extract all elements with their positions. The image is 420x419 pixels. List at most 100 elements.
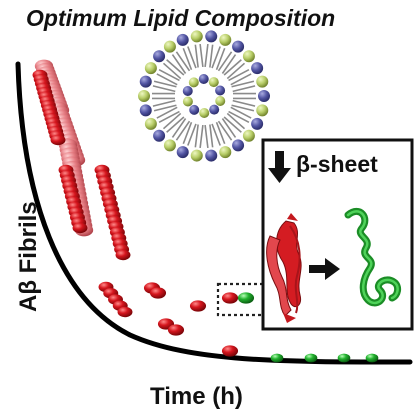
- lipid-tail: [199, 43, 204, 68]
- lipid-tail: [194, 124, 199, 148]
- lipid-head: [242, 129, 255, 142]
- lipid-tail: [221, 54, 237, 74]
- beta-sheet-label: β-sheet: [296, 151, 378, 177]
- lipid-head: [176, 33, 189, 46]
- fibril-bead: [189, 300, 207, 312]
- lipid-head: [205, 149, 218, 162]
- lipid-tail: [223, 59, 242, 76]
- lipid-tail: [153, 104, 177, 112]
- lipid-tail: [204, 124, 209, 149]
- down-arrow-icon: [268, 151, 291, 183]
- lipid-tail: [162, 112, 182, 130]
- lipid-tail: [166, 59, 185, 76]
- lipid-tail: [226, 112, 246, 130]
- fibril-bead: [221, 345, 239, 357]
- lipid-tail: [211, 123, 221, 146]
- lipid-head: [205, 30, 218, 43]
- lipid-head: [251, 62, 264, 75]
- lipid-tail: [199, 124, 204, 149]
- lipid-head: [251, 117, 264, 130]
- lipid-head: [242, 50, 255, 63]
- lipid-tail: [166, 116, 185, 133]
- lipid-tail: [230, 73, 252, 86]
- lipid-tail: [187, 123, 197, 146]
- lipid-head: [190, 149, 203, 162]
- fibril-bead: [221, 292, 239, 304]
- lipid-head: [209, 104, 220, 115]
- helix-bead: [304, 353, 318, 363]
- lipid-tail: [156, 106, 178, 119]
- lipid-tail: [156, 73, 178, 86]
- highlight-box: [216, 282, 268, 317]
- helix-bead: [337, 353, 351, 363]
- lipid-head: [163, 139, 176, 152]
- lipid-head: [208, 77, 219, 88]
- lipid-tail: [158, 69, 180, 82]
- lipid-tail: [194, 44, 199, 68]
- lipid-head: [176, 146, 189, 159]
- lipid-tail: [209, 124, 214, 148]
- fibril-bead: [115, 249, 131, 261]
- fibril-bead: [72, 222, 88, 234]
- lipid-head: [215, 85, 226, 96]
- lipid-tail: [162, 62, 182, 80]
- lipid-head: [163, 40, 176, 53]
- lipid-tail: [215, 47, 226, 71]
- lipid-tail: [226, 62, 246, 80]
- lipid-head: [232, 139, 245, 152]
- x-axis-label: Time (h): [150, 383, 243, 410]
- alpha-helix: [344, 207, 402, 307]
- lipid-tail: [228, 69, 250, 82]
- lipid-tail: [175, 120, 191, 141]
- lipid-tail: [152, 85, 176, 93]
- lipid-tail: [182, 121, 193, 145]
- lipid-tail: [231, 80, 255, 88]
- lipid-tail: [182, 47, 193, 71]
- lipid-tail: [232, 99, 256, 107]
- lipid-tail: [171, 54, 187, 74]
- helix-bead: [237, 292, 255, 304]
- lipid-tail: [232, 85, 256, 93]
- lipid-tail: [211, 46, 221, 69]
- lipid-tail: [215, 121, 226, 145]
- lipid-head: [189, 104, 200, 115]
- lipid-head: [138, 90, 150, 102]
- lipid-head: [198, 74, 209, 85]
- lipid-tail: [152, 99, 176, 107]
- lipid-tail: [221, 118, 237, 138]
- lipid-tail: [187, 46, 197, 69]
- lipid-head: [232, 40, 245, 53]
- helix-bead: [270, 353, 284, 363]
- lipid-head: [190, 30, 203, 43]
- fibril-bead: [50, 134, 66, 146]
- lipid-head: [215, 96, 226, 107]
- lipid-tail: [217, 51, 233, 72]
- lipid-head: [144, 62, 157, 75]
- decay-curve: [15, 61, 413, 365]
- fibril-beads: [32, 59, 379, 363]
- inset-panel: β-sheet: [261, 138, 414, 331]
- lipid-tail: [158, 110, 180, 123]
- lipid-tail: [230, 106, 252, 119]
- fibril-bead: [167, 324, 185, 336]
- lipid-tail: [228, 110, 250, 123]
- y-axis-label: Aβ Fibrils: [15, 201, 42, 312]
- lipid-head: [182, 96, 193, 107]
- lipid-head: [153, 50, 166, 63]
- lipid-head: [139, 75, 152, 88]
- lipid-head: [258, 90, 270, 102]
- lipid-tail: [175, 51, 191, 72]
- lipid-micelle: [138, 30, 270, 162]
- lipid-head: [256, 104, 269, 117]
- fibril-bead: [117, 306, 133, 318]
- lipid-tail: [209, 44, 214, 68]
- lipid-tail: [231, 104, 255, 112]
- lipid-tail: [204, 43, 209, 68]
- lipid-head: [182, 85, 193, 96]
- helix-bead: [365, 353, 379, 363]
- lipid-head: [153, 129, 166, 142]
- lipid-tail: [171, 118, 187, 138]
- lipid-tail: [217, 120, 233, 141]
- lipid-head: [256, 75, 269, 88]
